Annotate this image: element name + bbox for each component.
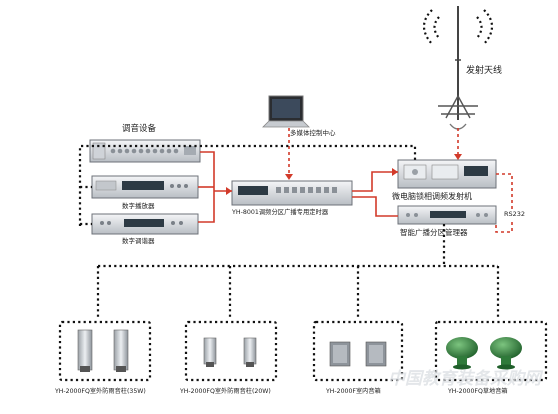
digital-tuner-device [91,213,199,235]
digital-player-device [91,175,199,199]
black-connection-lines [78,144,500,318]
digital-player-label: 数字播放器 [122,201,155,210]
mushroom-speaker-icon [490,337,522,370]
box-speaker-icon [365,341,387,367]
laptop: 多媒体控制中心 [262,95,336,137]
tuner-group-label: 调音设备 [122,123,157,134]
timer-host-device [231,180,353,206]
mixer-device [89,139,201,163]
radio-wave-left-icon [422,9,440,45]
zone-manager-device [397,205,497,225]
speaker-2-label: YH-2000FQ室外防雨音柱(20W) [179,387,271,395]
column-speaker-icon [77,329,93,372]
timer-host-label: YH-8001调频分区广播专用定时器 [231,207,329,216]
laptop-icon [262,95,310,128]
speaker-zone-1: YH-2000FQ室外防雨音柱(35W) [54,320,152,395]
rs232-label: RS232 [504,210,525,218]
transmitter-label: 微电脑锁相调频发射机 [392,191,472,201]
column-speaker-icon [243,337,257,367]
watermark-text: 中国教育装备采购网 [388,369,544,389]
column-speaker-icon [203,337,217,367]
column-speaker-icon [113,329,129,372]
speaker-zone-3: YH-2000F室内音箱 [312,320,404,395]
transmitter-device [397,159,497,189]
box-speaker-icon [329,341,351,367]
speaker-zone-4: YH-2000FQ草地音箱 [434,320,548,395]
speaker-1-label: YH-2000FQ室外防雨音柱(35W) [54,387,146,395]
speaker-zone-2: YH-2000FQ室外防雨音柱(20W) [179,320,278,395]
digital-tuner-label: 数字调谐器 [122,236,155,245]
multimedia-center-label: 多媒体控制中心 [290,128,336,137]
transmit-antenna: 发射天线 [422,6,502,130]
zone-manager-label: 智能广播分区管理器 [400,227,468,237]
radio-wave-right-icon [476,9,494,45]
speaker-3-label: YH-2000F室内音箱 [325,387,381,395]
red-connection-lines [198,128,513,233]
speaker-4-label: YH-2000FQ草地音箱 [447,387,508,395]
mushroom-speaker-icon [446,337,478,370]
antenna-label: 发射天线 [466,64,502,76]
